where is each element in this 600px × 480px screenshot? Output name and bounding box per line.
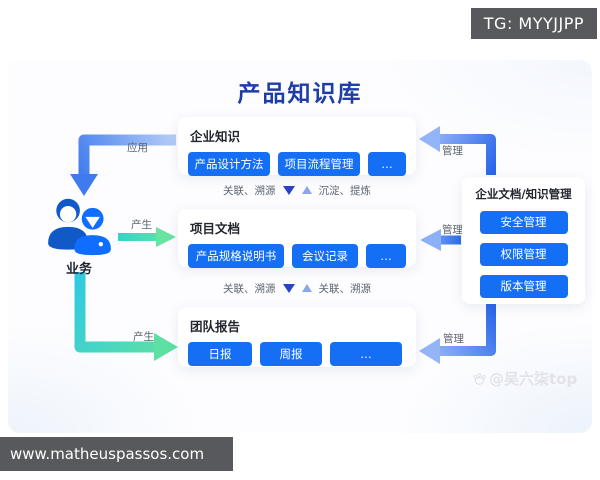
- management-card-title: 企业文档/知识管理: [475, 187, 572, 201]
- arrow-label-produce-reports: 产生: [133, 331, 154, 343]
- actor-label: 业务: [65, 262, 92, 277]
- connector-row-2: 关联、溯源 关联、溯源: [178, 281, 416, 295]
- triangle-down-icon: [282, 283, 295, 293]
- tag-product-design-method[interactable]: 产品设计方法: [188, 152, 270, 176]
- btn-version-mgmt[interactable]: 版本管理: [479, 275, 568, 298]
- paw-icon: [473, 373, 486, 385]
- watermark-text: @吴六柒top: [489, 370, 578, 388]
- tag-more[interactable]: …: [366, 244, 406, 268]
- group-card-team-reports: 团队报告 日报 周报 …: [178, 307, 416, 367]
- watermark: @吴六柒top: [472, 368, 577, 389]
- tag-meeting-notes[interactable]: 会议记录: [292, 244, 358, 268]
- business-users-icon: [48, 198, 111, 256]
- group-card-enterprise-knowledge: 企业知识 产品设计方法 项目流程管理 …: [178, 117, 416, 176]
- btn-permission-mgmt[interactable]: 权限管理: [479, 243, 568, 266]
- arrow-label-manage-bottom: 管理: [443, 333, 464, 345]
- connector-left-label: 关联、溯源: [223, 282, 276, 295]
- group-title: 企业知识: [190, 129, 241, 144]
- btn-security-mgmt[interactable]: 安全管理: [479, 211, 568, 234]
- tag-daily-report[interactable]: 日报: [188, 342, 252, 366]
- connector-right-label: 沉淀、提炼: [318, 184, 372, 197]
- site-url-bar: www.matheuspassos.com: [0, 437, 233, 471]
- connector-row-1: 关联、溯源 沉淀、提炼: [178, 183, 416, 197]
- group-title: 项目文档: [190, 221, 241, 236]
- connector-left-label: 关联、溯源: [223, 184, 276, 197]
- triangle-down-icon: [282, 185, 295, 195]
- management-card: 企业文档/知识管理 安全管理 权限管理 版本管理: [462, 177, 585, 304]
- arrow-label-manage-top: 管理: [442, 145, 463, 157]
- tag-product-spec[interactable]: 产品规格说明书: [188, 244, 284, 268]
- tag-project-process-mgmt[interactable]: 项目流程管理: [278, 152, 360, 176]
- tag-weekly-report[interactable]: 周报: [260, 342, 322, 366]
- arrow-label-manage-middle: 管理: [442, 224, 463, 236]
- tg-badge: TG: MYYJJPP: [470, 8, 597, 39]
- arrow-label-produce-docs: 产生: [131, 219, 152, 231]
- group-card-project-docs: 项目文档 产品规格说明书 会议记录 …: [178, 209, 416, 268]
- arrow-label-apply: 应用: [127, 142, 148, 154]
- triangle-up-icon: [301, 186, 312, 194]
- tag-more[interactable]: …: [330, 342, 402, 366]
- connector-right-label: 关联、溯源: [318, 282, 372, 295]
- group-title: 团队报告: [190, 319, 241, 334]
- page-title: 产品知识库: [237, 81, 363, 107]
- triangle-up-icon: [301, 284, 312, 292]
- tag-more[interactable]: …: [368, 152, 406, 176]
